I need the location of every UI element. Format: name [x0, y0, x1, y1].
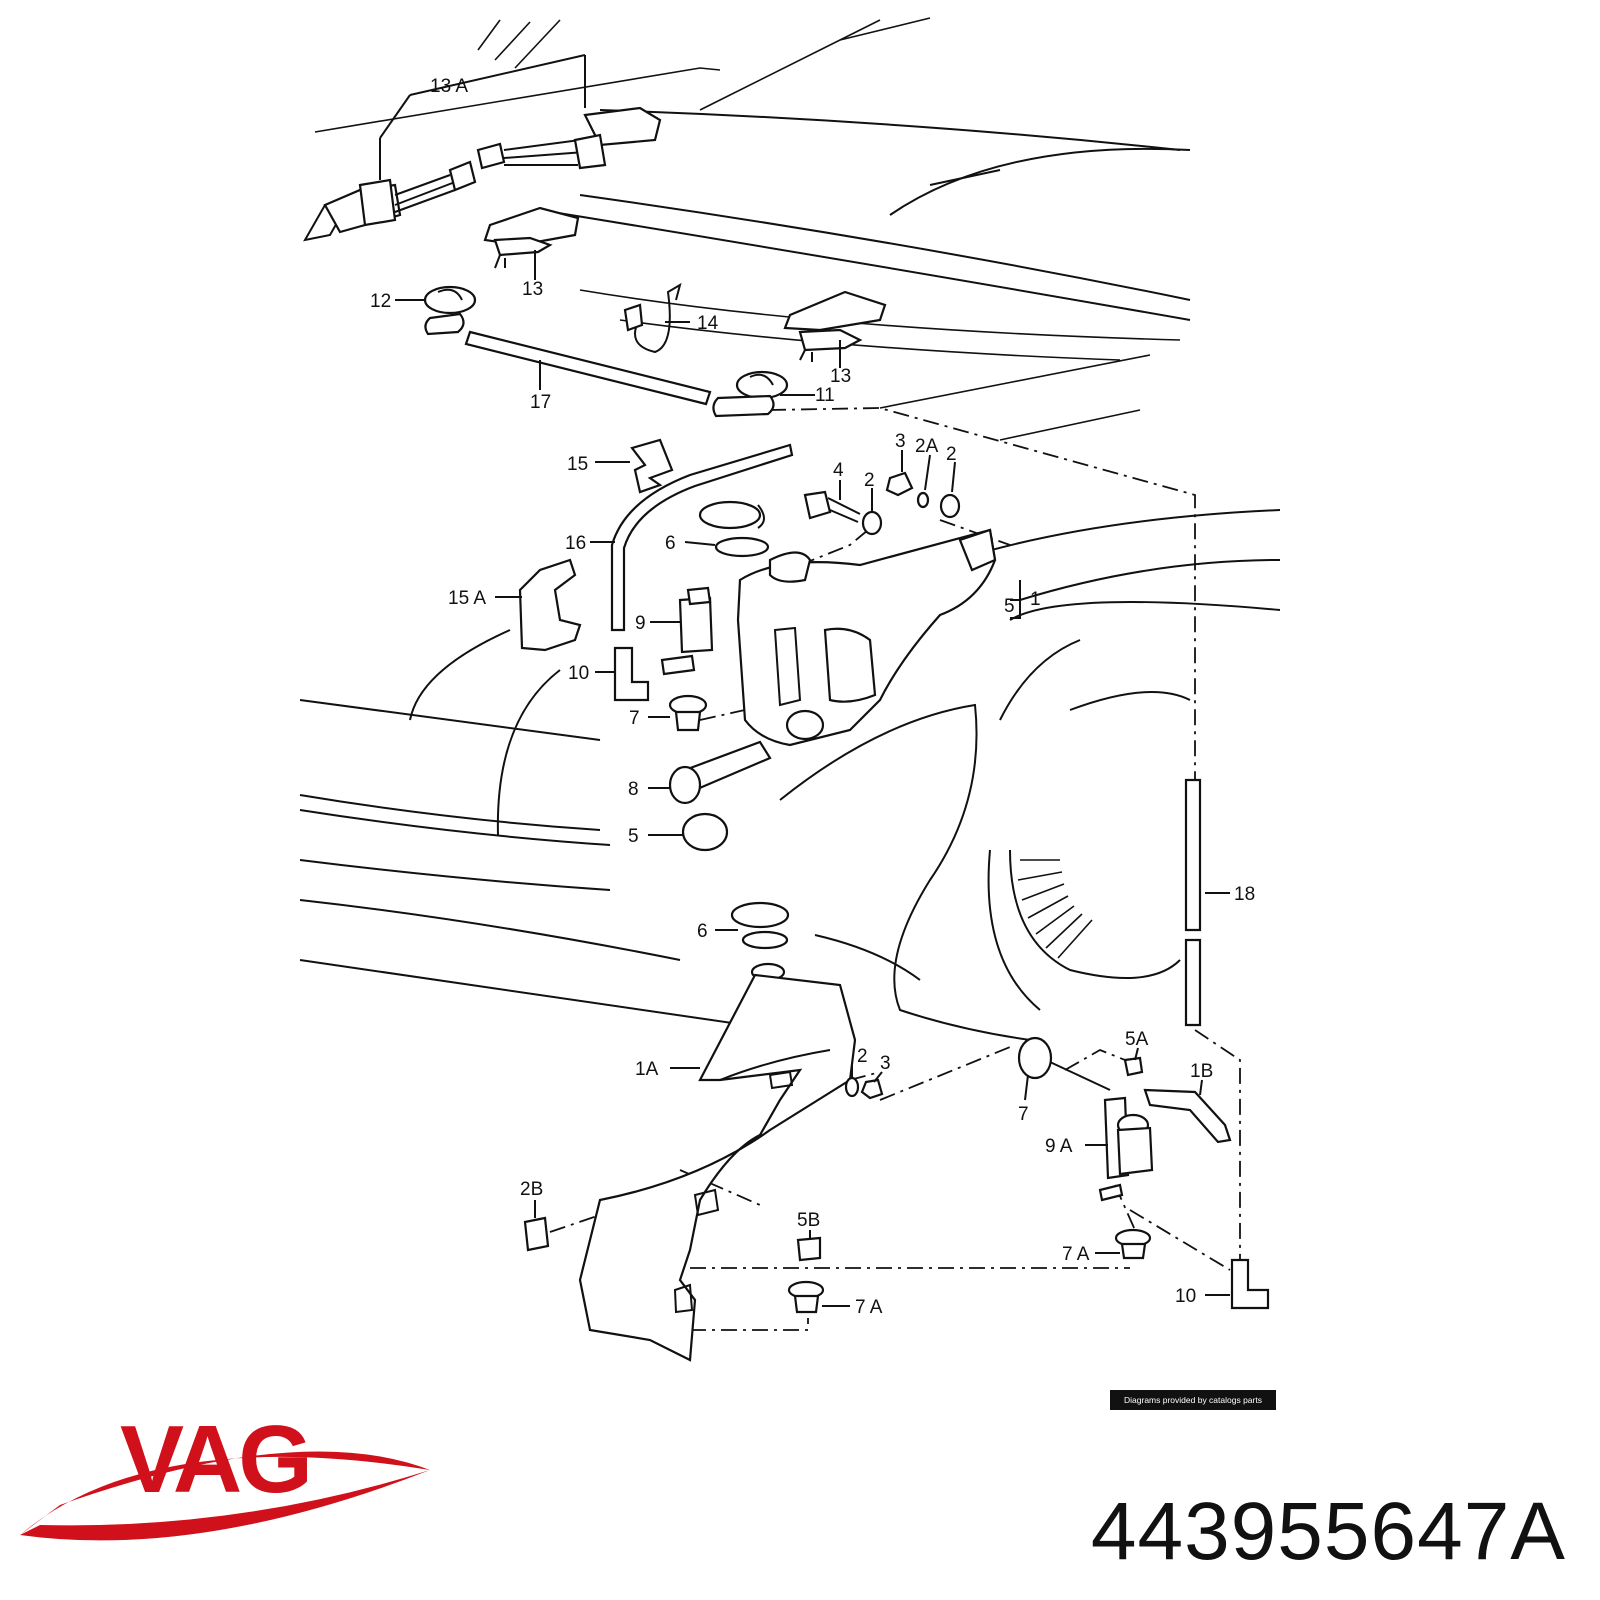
callout-9A: 9 A [1045, 1136, 1073, 1157]
reservoir-1 [736, 528, 997, 747]
grommet-11 [712, 370, 789, 418]
grommet-2B [523, 1216, 550, 1252]
callout-6-bottom: 6 [697, 921, 708, 942]
callout-10-bottom: 10 [1175, 1286, 1196, 1307]
pump-9A [1098, 1096, 1154, 1202]
callout-18: 18 [1234, 884, 1255, 905]
plug-5B [796, 1236, 822, 1262]
elbow-10-lower [1230, 1258, 1270, 1310]
callout-3-top: 3 [895, 431, 906, 452]
part-number: 443955647A [1090, 1486, 1566, 1577]
grommet-7A-right [1114, 1228, 1152, 1260]
callout-2-top-left: 2 [864, 470, 875, 491]
callout-5-right: 5 [1004, 596, 1015, 617]
callout-14: 14 [697, 313, 719, 334]
washer-jet-13-left [483, 206, 580, 269]
reservoir-1A [578, 973, 857, 1362]
callout-2-bottom: 2 [857, 1046, 868, 1067]
hose-16 [610, 443, 794, 632]
pump-9 [660, 586, 714, 676]
callout-12: 12 [370, 291, 391, 312]
washer-2-b [939, 493, 961, 519]
bracket-15A [518, 558, 582, 652]
callout-16: 16 [565, 533, 586, 554]
vag-logo: VAG [20, 1406, 430, 1541]
callout-leaders [395, 250, 1230, 1307]
callout-7-bottom: 7 [1018, 1104, 1029, 1125]
washer-2-c [844, 1076, 860, 1098]
grommet-12 [423, 285, 477, 336]
callout-1A: 1A [635, 1059, 659, 1080]
callout-9: 9 [635, 613, 646, 634]
cap-6-upper [698, 500, 770, 558]
callout-15A: 15 A [448, 588, 486, 609]
callout-4: 4 [833, 460, 844, 481]
callout-1: 1 [1030, 589, 1041, 610]
callout-8: 8 [628, 779, 639, 800]
callout-10-top: 10 [568, 663, 589, 684]
washer-2-a [861, 510, 883, 536]
callout-11: 11 [815, 385, 835, 406]
elbow-10-upper [613, 646, 650, 702]
clip-14 [623, 282, 682, 354]
harness-13A [303, 55, 662, 242]
callout-2-top-right: 2 [946, 444, 957, 465]
callout-5B: 5B [797, 1210, 820, 1231]
callout-15: 15 [567, 454, 588, 475]
callout-3-bottom: 3 [880, 1053, 891, 1074]
plug-5 [681, 812, 729, 852]
callout-7A-right: 7 A [1062, 1244, 1090, 1265]
hose-18 [1184, 778, 1202, 1027]
callout-13-top: 13 [522, 279, 543, 300]
diagram-credit: Diagrams provided by catalogs parts [1110, 1390, 1276, 1410]
callout-5A: 5A [1125, 1029, 1149, 1050]
bracket-15 [630, 438, 674, 494]
pump-8 [668, 740, 772, 805]
callout-2B: 2B [520, 1179, 543, 1200]
car-body-outline [299, 17, 1281, 1041]
callout-labels: 13 A 13 12 14 17 11 13 15 16 15 A 3 2A 2… [370, 54, 1255, 1318]
grommet-7-upper [668, 694, 708, 732]
washer-2A [916, 491, 930, 509]
cap-6-lower [730, 901, 790, 982]
nut-3-b [860, 1078, 884, 1100]
hose-17 [464, 330, 712, 406]
callout-1B: 1B [1190, 1061, 1213, 1082]
callout-2A: 2A [915, 436, 939, 457]
callout-5-left: 5 [628, 826, 639, 847]
callout-7A-bottom: 7 A [855, 1297, 883, 1318]
bolt-5A [1123, 1056, 1144, 1077]
bracket-1B [1143, 1088, 1232, 1144]
callout-13-right: 13 [830, 366, 851, 387]
bolt-4 [803, 490, 861, 523]
washer-jet-13-right [783, 290, 887, 362]
callout-17: 17 [530, 392, 551, 413]
callout-6-top: 6 [665, 533, 676, 554]
grommet-7-lower [1017, 1036, 1111, 1091]
nut-3-a [885, 471, 914, 497]
callout-7-top: 7 [629, 708, 640, 729]
grommet-7A-bottom [787, 1280, 825, 1314]
brand-name: VAG [120, 1406, 309, 1513]
